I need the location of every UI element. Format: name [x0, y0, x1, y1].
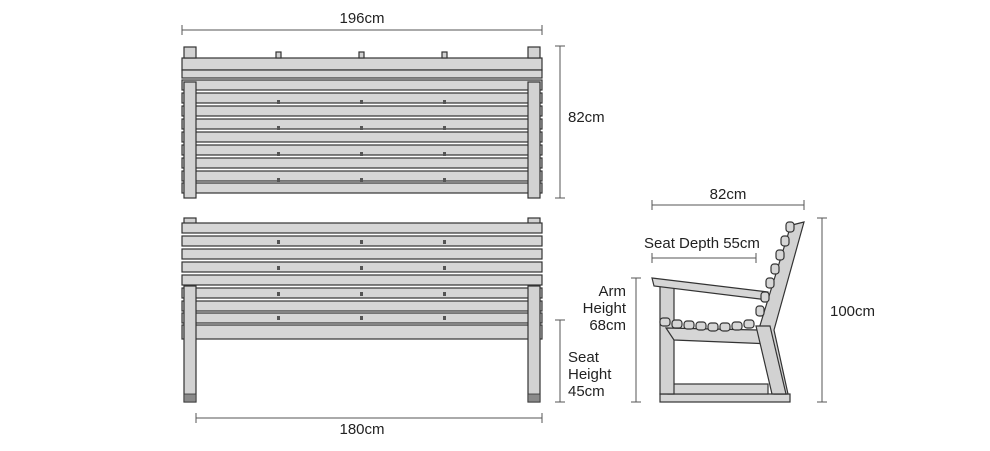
- front-height-label: 82cm: [568, 109, 605, 126]
- arm-height-label-3: 68cm: [589, 317, 626, 334]
- seat-depth-label: Seat Depth 55cm: [644, 235, 760, 252]
- side-view: 82cm Seat Depth 55cm Arm Height 68cm 100…: [583, 186, 875, 403]
- front-width-label: 196cm: [339, 10, 384, 27]
- side-depth-label: 82cm: [710, 186, 747, 203]
- rear-view: 180cm Seat Height 45cm: [181, 217, 612, 438]
- seat-height-label-1: Seat: [568, 349, 600, 366]
- rear-width-label: 180cm: [339, 421, 384, 438]
- arm-height-label-1: Arm: [599, 283, 627, 300]
- seat-height-label-3: 45cm: [568, 383, 605, 400]
- side-height-label: 100cm: [830, 303, 875, 320]
- front-view: 196cm 82cm: [181, 10, 605, 199]
- seat-height-label-2: Height: [568, 366, 612, 383]
- arm-height-label-2: Height: [583, 300, 627, 317]
